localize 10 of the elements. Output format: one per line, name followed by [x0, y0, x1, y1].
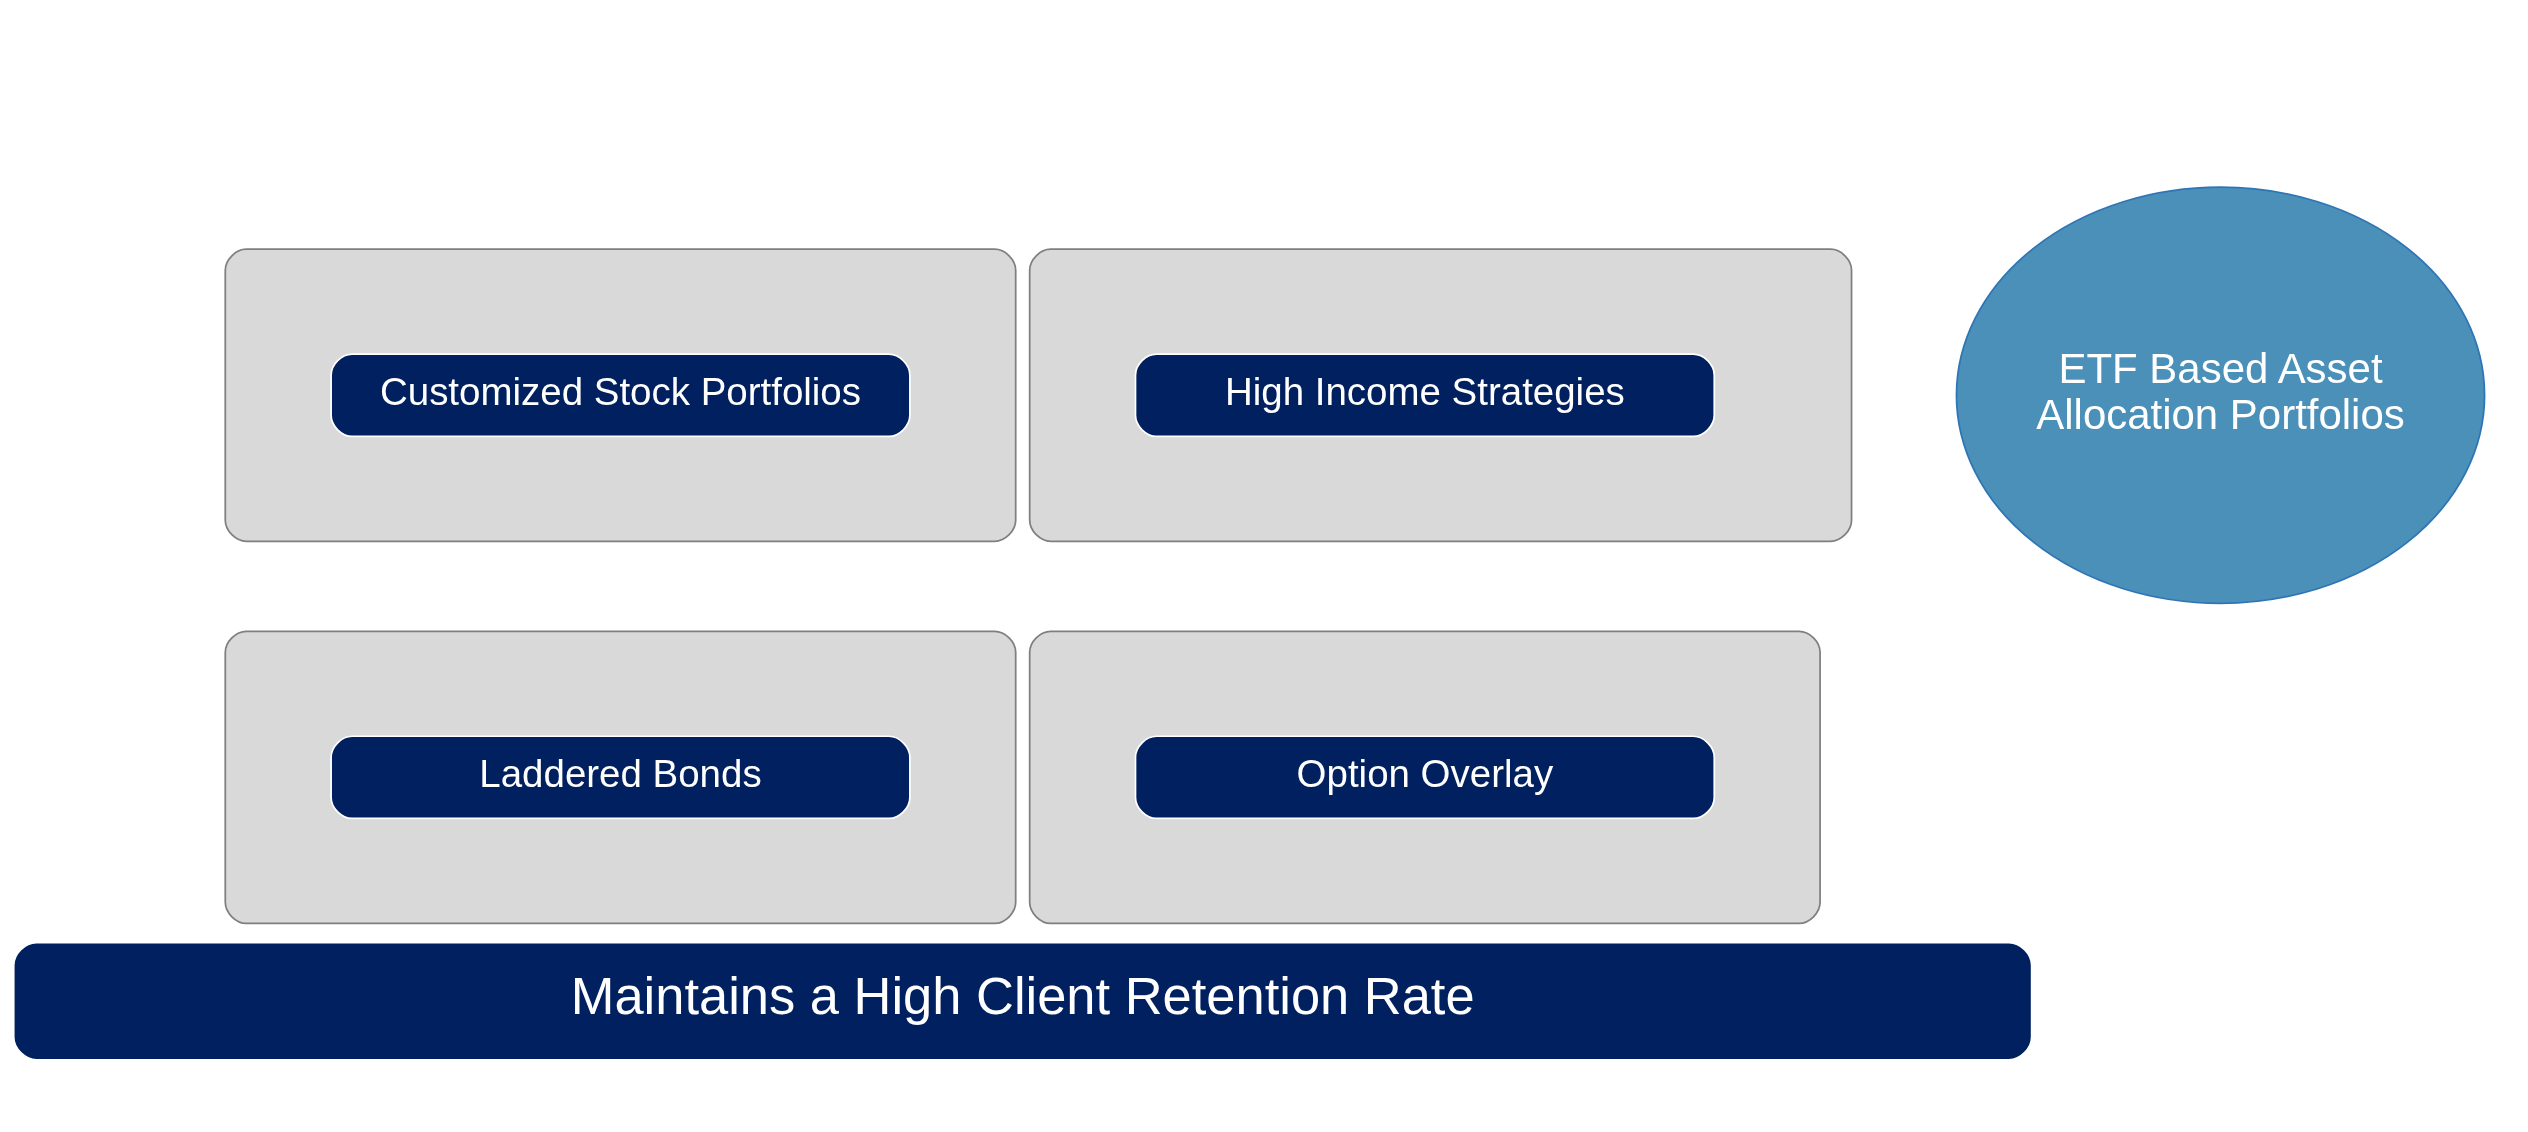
cluster	[224, 630, 1017, 925]
node-box: High Income Strategies	[1134, 353, 1716, 438]
cluster	[224, 248, 1017, 543]
node-box: Option Overlay	[1134, 735, 1716, 820]
cluster	[1028, 630, 1821, 925]
node-box: Maintains a High Client Retention Rate	[14, 943, 2031, 1059]
node-ellipse: ETF Based Asset Allocation Portfolios	[1955, 186, 2486, 605]
node-box: Laddered Bonds	[330, 735, 911, 820]
cluster	[1028, 248, 1853, 543]
node-box: Customized Stock Portfolios	[330, 353, 911, 438]
